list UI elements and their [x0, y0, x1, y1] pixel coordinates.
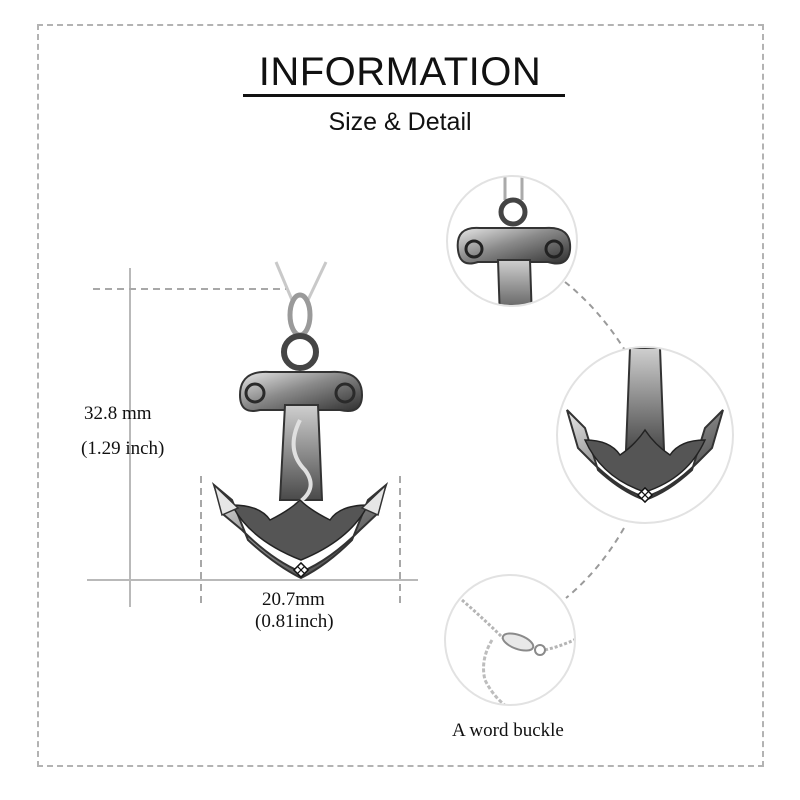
- height-mm-label: 32.8 mm: [84, 403, 152, 424]
- width-inch-label: (0.81inch): [255, 611, 334, 632]
- detail-circle-clasp: [444, 574, 576, 706]
- height-inch-label: (1.29 inch): [81, 438, 165, 459]
- detail-circle-arms: [556, 346, 734, 524]
- dashed-frame: [37, 24, 764, 767]
- detail-circle-bail: [446, 175, 578, 307]
- page-title: INFORMATION: [258, 50, 542, 94]
- page-subtitle: Size & Detail: [328, 108, 472, 136]
- title-underline: [243, 94, 565, 97]
- width-mm-label: 20.7mm: [262, 589, 325, 610]
- clasp-caption: A word buckle: [452, 720, 564, 741]
